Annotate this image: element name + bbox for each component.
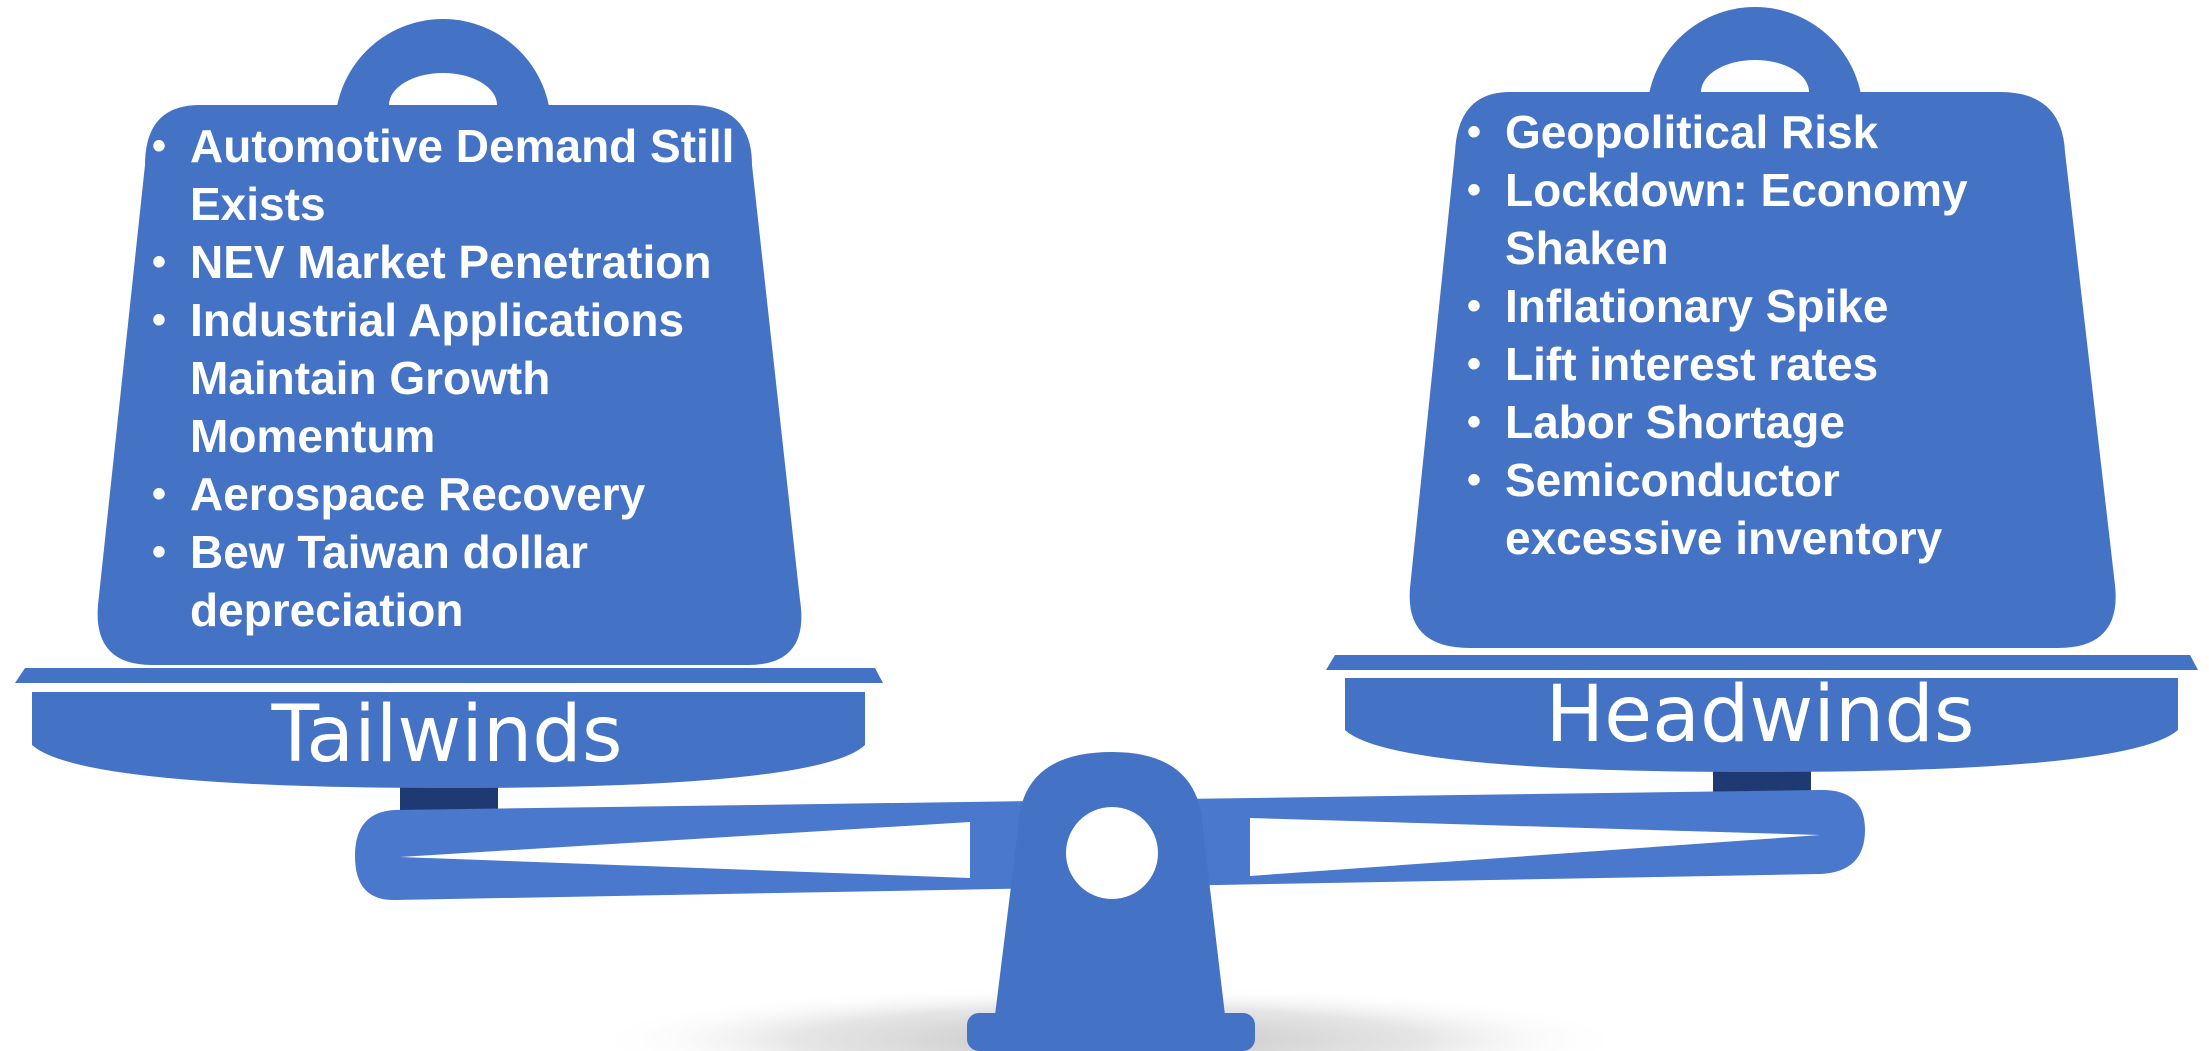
headwinds-label: Headwinds — [1545, 670, 1975, 760]
list-item: Lift interest rates — [1465, 335, 2065, 393]
headwinds-pan — [1326, 655, 2198, 772]
tailwinds-list: Automotive Demand Still Exists NEV Marke… — [150, 117, 770, 639]
list-item: Semiconductor excessive inventory — [1465, 451, 2065, 567]
list-item: Industrial Applications Maintain Growth … — [150, 291, 770, 465]
tailwinds-pan — [15, 668, 883, 788]
list-item: Geopolitical Risk — [1465, 103, 2065, 161]
list-item: Labor Shortage — [1465, 393, 2065, 451]
headwinds-list: Geopolitical Risk Lockdown: Economy Shak… — [1465, 103, 2065, 567]
list-item: Bew Taiwan dollar depreciation — [150, 523, 770, 639]
list-item: NEV Market Penetration — [150, 233, 770, 291]
list-item: Aerospace Recovery — [150, 465, 770, 523]
list-item: Lockdown: Economy Shaken — [1465, 161, 2065, 277]
list-item: Inflationary Spike — [1465, 277, 2065, 335]
tailwinds-label: Tailwinds — [271, 690, 623, 780]
fulcrum — [967, 752, 1255, 1051]
list-item: Automotive Demand Still Exists — [150, 117, 770, 233]
